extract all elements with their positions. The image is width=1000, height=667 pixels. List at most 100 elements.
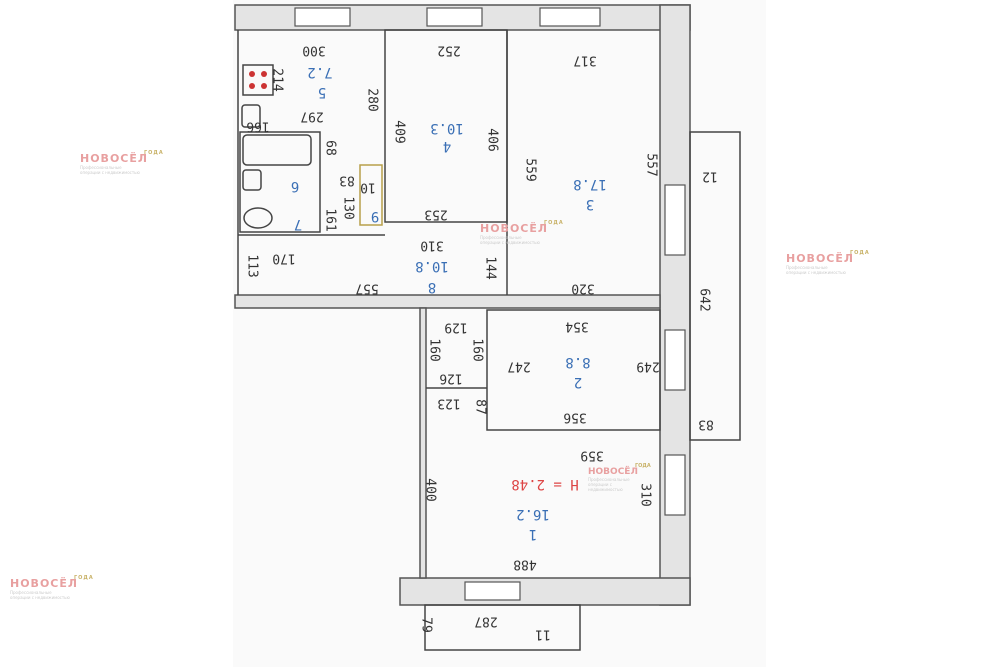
watermark-brand: НОВОСЁЛ	[10, 577, 79, 590]
dimension-label: 83	[339, 173, 355, 188]
dimension-label: 126	[439, 371, 462, 386]
watermark-tagline: Профессиональные операции с недвижимость…	[480, 235, 540, 245]
wall-left-lower	[419, 307, 427, 579]
room-label: 9	[371, 208, 379, 224]
bathtub-icon	[242, 134, 312, 166]
room-label: 3	[586, 196, 594, 212]
watermark-award: ГОДА	[74, 575, 94, 581]
stove-burner	[249, 83, 255, 89]
dimension-label: 310	[638, 483, 653, 506]
closet	[359, 164, 383, 226]
partition	[486, 309, 661, 431]
dimension-label: 400	[423, 478, 438, 501]
dimension-label: 317	[573, 53, 596, 68]
dimension-label: 557	[355, 281, 378, 296]
room-label: 7.2	[307, 64, 332, 80]
watermark-brand: НОВОСЁЛ	[786, 252, 855, 265]
room-label: 8.8	[565, 354, 590, 370]
watermark-tagline: Профессиональные операции с недвижимость…	[786, 265, 846, 275]
balcony-11	[424, 604, 581, 651]
stove-burner	[261, 71, 267, 77]
room-label: 1	[529, 526, 537, 542]
watermark-tagline: Профессиональные операции с недвижимость…	[588, 477, 630, 492]
dimension-label: 170	[272, 251, 295, 266]
dimension-label: 354	[565, 319, 589, 334]
dimension-label: 166	[246, 119, 269, 134]
window	[294, 7, 351, 27]
room-label: 4	[443, 138, 451, 154]
dimension-label: 83	[698, 417, 714, 432]
dimension-label: 160	[427, 338, 442, 361]
dimension-label: 406	[485, 128, 500, 151]
dimension-label: 161	[323, 208, 338, 231]
dimension-label: 642	[697, 288, 712, 311]
dimension-label: 130	[341, 196, 356, 219]
dimension-label: 144	[483, 256, 498, 280]
stove-burner	[261, 83, 267, 89]
dimension-label: 214	[270, 68, 285, 92]
watermark-award: ГОДА	[635, 463, 651, 469]
dimension-label: 247	[507, 359, 530, 374]
dimension-label: 356	[563, 410, 586, 425]
balcony-12	[689, 131, 741, 441]
room-label: 8	[428, 279, 436, 295]
dimension-label: 113	[245, 254, 260, 277]
room-label: 10	[360, 180, 376, 195]
dimension-label: 310	[420, 238, 443, 253]
dimension-label: 87	[473, 399, 488, 415]
dimension-label: 287	[474, 614, 497, 629]
dimension-label: 559	[523, 158, 538, 181]
room-label: 16.2	[516, 506, 550, 522]
dimension-label: 557	[644, 153, 659, 176]
room-label: 5	[318, 84, 326, 100]
watermark-brand: НОВОСЁЛ	[480, 222, 549, 235]
room-label: 2	[574, 374, 582, 390]
sink-icon	[242, 169, 262, 191]
window	[664, 454, 686, 516]
stove-burner	[249, 71, 255, 77]
room-label: 10.8	[415, 258, 449, 274]
window	[426, 7, 483, 27]
dimension-label: 253	[424, 207, 447, 222]
window	[664, 184, 686, 256]
dimension-label: 300	[302, 43, 325, 58]
watermark-award: ГОДА	[144, 150, 164, 156]
room-label: 6	[291, 178, 299, 194]
dimension-label: 123	[437, 396, 460, 411]
room-label: 17.8	[573, 176, 607, 192]
dimension-label: 252	[437, 43, 460, 58]
room-label: 12	[702, 169, 718, 184]
ceiling-height-label: H = 2.48	[511, 476, 578, 492]
window	[464, 581, 521, 601]
dimension-label: 129	[444, 320, 467, 335]
stove-icon	[242, 64, 274, 96]
dimension-label: 68	[323, 140, 338, 156]
room-label: 7	[294, 216, 302, 232]
dimension-label: 297	[300, 109, 323, 124]
wall-bottom	[399, 577, 691, 606]
dimension-label: 280	[365, 88, 380, 111]
window	[664, 329, 686, 391]
partition	[239, 131, 321, 233]
room-label: 11	[535, 627, 551, 642]
watermark-brand: НОВОСЁЛ	[80, 152, 149, 165]
dimension-label: 160	[470, 338, 485, 361]
dimension-label: 249	[636, 359, 659, 374]
watermark-tagline: Профессиональные операции с недвижимость…	[80, 165, 140, 175]
dimension-label: 409	[392, 120, 407, 143]
dimension-label: 359	[580, 448, 603, 463]
room-label: 10.3	[430, 120, 464, 136]
sink-icon	[241, 104, 261, 128]
toilet-icon	[243, 207, 273, 229]
labels: 7.2 5 10.3 4 17.8 3 10.8 8 8.8 2 16.2 1 6 7 9 10 11 12 H =…	[245, 43, 718, 642]
wall-middle	[234, 294, 661, 309]
watermark-award: ГОДА	[544, 220, 564, 226]
dimension-label: 488	[513, 557, 536, 572]
watermark-award: ГОДА	[850, 250, 870, 256]
